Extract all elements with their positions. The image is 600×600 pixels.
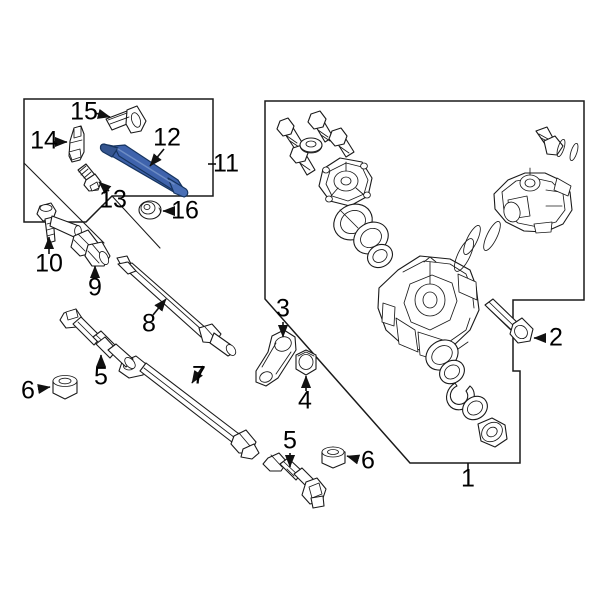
leader-6-left: [37, 383, 51, 395]
bolt-c: [328, 127, 355, 158]
callout-number-5-left: 5: [94, 363, 108, 391]
part-pitman-arm-nut: [295, 349, 317, 376]
leader-8: [152, 298, 167, 316]
callout-number-5-right: 5: [283, 427, 297, 455]
part-tie-rod-end-right: [262, 452, 327, 509]
callout-number-6-right: 6: [361, 447, 375, 475]
damper-kit-leader-b: [111, 195, 161, 249]
leader-6-right: [346, 454, 361, 465]
part-gear-housing-bolts: [276, 110, 355, 176]
callout-number-16: 16: [171, 197, 199, 225]
part-tie-rod-end-nut-left: [52, 375, 78, 400]
callout-number-2: 2: [549, 324, 563, 352]
bolt-a: [276, 117, 304, 150]
gear-assembly-box-outline: [264, 100, 585, 464]
part-adjusting-sleeve: [70, 229, 111, 267]
callout-number-13: 13: [99, 186, 127, 214]
part-damper-bushing: [138, 200, 162, 220]
steering-gear-assembly-box: [264, 100, 585, 464]
part-gear-valve-housing: [318, 157, 373, 207]
part-damper-bolt: [105, 105, 147, 134]
part-inner-tie-rod: [116, 255, 237, 357]
leader-15: [94, 108, 111, 119]
part-gear-seal-rings-upper: [333, 203, 394, 269]
part-damper-stud-bolt: [77, 163, 102, 192]
part-drag-link: [118, 355, 260, 460]
callout-numbers: 1 2 3 4 5 5 6 6 7 8 9 10 11 12 13 14 15 …: [21, 98, 563, 493]
leader-7: [191, 365, 204, 384]
part-steering-damper-highlighted: [99, 143, 189, 198]
leader-12: [149, 148, 165, 167]
part-steering-gear-body: [377, 255, 480, 364]
callout-number-4: 4: [298, 387, 312, 415]
part-control-valve-assembly: [454, 126, 579, 272]
part-tie-rod-end-left: [59, 308, 136, 369]
part-damper-bracket: [68, 125, 85, 163]
callout-number-6-left: 6: [21, 377, 35, 405]
callout-number-14: 14: [30, 127, 58, 155]
part-pitman-arm: [255, 329, 297, 387]
gear-washer: [299, 137, 323, 154]
callout-number-8: 8: [142, 310, 156, 338]
callout-number-9: 9: [88, 274, 102, 302]
callout-number-15: 15: [70, 98, 98, 126]
callout-number-7: 7: [192, 362, 206, 390]
part-gear-seal-kit-lower: [425, 339, 508, 448]
part-gear-mounting-bolt: [484, 298, 534, 344]
callout-number-12: 12: [153, 124, 181, 152]
callout-leaders: [37, 108, 547, 470]
damper-kit-inset-box: [23, 98, 214, 249]
callout-number-3: 3: [276, 295, 290, 323]
bolt-d: [289, 144, 316, 176]
damper-kit-leader-a: [23, 162, 105, 244]
callout-number-11: 11: [213, 150, 239, 178]
part-tie-rod-end-nut-right: [321, 446, 346, 469]
callout-number-1: 1: [461, 465, 475, 493]
callout-number-10: 10: [35, 250, 63, 278]
bolt-b: [307, 110, 334, 143]
leader-13: [98, 181, 112, 194]
